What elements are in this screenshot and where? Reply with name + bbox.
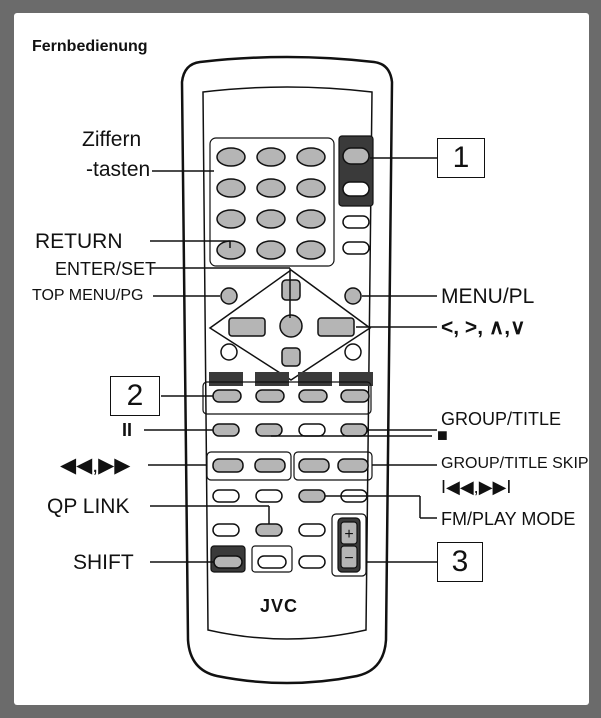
qp-link-key[interactable] bbox=[255, 523, 283, 537]
number-key[interactable] bbox=[296, 178, 326, 198]
function-key[interactable] bbox=[255, 389, 285, 403]
label-group-title-skip: GROUP/TITLE SKIP bbox=[441, 455, 589, 472]
top-menu-key[interactable] bbox=[220, 287, 238, 305]
callout-2: 2 bbox=[110, 376, 160, 416]
pause-key[interactable] bbox=[212, 423, 240, 437]
leader-lines bbox=[144, 157, 437, 563]
label-rew-ff: ◀◀,▶▶ bbox=[60, 454, 131, 477]
shift-key[interactable] bbox=[213, 555, 243, 569]
volume-up-sign: + bbox=[344, 526, 353, 543]
number-keys bbox=[216, 147, 326, 260]
number-key[interactable] bbox=[216, 147, 246, 167]
volume-down-sign: − bbox=[344, 550, 353, 567]
number-key[interactable] bbox=[216, 178, 246, 198]
label-top-menu: TOP MENU/PG bbox=[32, 287, 144, 304]
white-key[interactable] bbox=[212, 523, 240, 537]
function-key[interactable] bbox=[212, 389, 242, 403]
stop-key[interactable] bbox=[255, 423, 283, 437]
side-key[interactable] bbox=[342, 241, 370, 255]
label-shift: SHIFT bbox=[73, 551, 134, 574]
white-key[interactable] bbox=[257, 555, 287, 569]
number-key[interactable] bbox=[216, 209, 246, 229]
label-skip-symbols: I◀◀,▶▶I bbox=[441, 477, 512, 497]
label-menu-pl: MENU/PL bbox=[441, 285, 535, 308]
function-key[interactable] bbox=[340, 389, 370, 403]
keypad-group-box bbox=[209, 137, 335, 267]
label-fm-play-mode: FM/PLAY MODE bbox=[441, 509, 576, 529]
return-key[interactable] bbox=[216, 240, 246, 260]
number-key[interactable] bbox=[296, 209, 326, 229]
jvc-logo: JVC bbox=[260, 596, 299, 616]
callout-1: 1 bbox=[437, 138, 485, 178]
function-keys bbox=[212, 389, 370, 403]
number-key[interactable] bbox=[296, 240, 326, 260]
enter-key[interactable] bbox=[279, 314, 303, 338]
label-group-title: GROUP/TITLE bbox=[441, 409, 562, 429]
volume-down-key[interactable] bbox=[340, 545, 358, 569]
white-key[interactable] bbox=[212, 489, 240, 503]
diagram-title: Fernbedienung bbox=[32, 38, 148, 55]
skip-back-key[interactable] bbox=[298, 458, 330, 473]
callout-3: 3 bbox=[437, 542, 483, 582]
number-key[interactable] bbox=[256, 240, 286, 260]
label-tasten: -tasten bbox=[86, 158, 151, 181]
function-key[interactable] bbox=[298, 389, 328, 403]
rew-ff-group-box bbox=[206, 451, 292, 481]
cursor-left-key[interactable] bbox=[228, 317, 266, 337]
cursor-down-key[interactable] bbox=[281, 347, 301, 367]
rewind-key[interactable] bbox=[212, 458, 244, 473]
menu-pl-key[interactable] bbox=[344, 287, 362, 305]
label-return: RETURN bbox=[35, 230, 123, 253]
function-group-box bbox=[202, 381, 372, 415]
cursor-right-key[interactable] bbox=[317, 317, 355, 337]
small-round-key[interactable] bbox=[220, 343, 238, 361]
side-key[interactable] bbox=[342, 215, 370, 229]
remote-inner-face bbox=[202, 86, 373, 640]
power-key-bottom[interactable] bbox=[342, 181, 370, 197]
label-ziffern: Ziffern bbox=[82, 128, 142, 151]
power-key-top[interactable] bbox=[342, 147, 370, 165]
group-title-key[interactable] bbox=[340, 423, 368, 437]
label-arrows: <, >, ∧,∨ bbox=[441, 316, 526, 339]
fm-play-mode-key[interactable] bbox=[298, 489, 326, 503]
white-key[interactable] bbox=[255, 489, 283, 503]
volume-group-box bbox=[331, 513, 367, 577]
white-key[interactable] bbox=[298, 555, 326, 569]
label-enter-set: ENTER/SET bbox=[55, 259, 157, 279]
number-key[interactable] bbox=[256, 147, 286, 167]
fast-forward-key[interactable] bbox=[254, 458, 286, 473]
cursor-up-key[interactable] bbox=[281, 279, 301, 301]
transport-key[interactable] bbox=[298, 423, 326, 437]
small-round-key[interactable] bbox=[344, 343, 362, 361]
number-key[interactable] bbox=[296, 147, 326, 167]
number-key[interactable] bbox=[256, 178, 286, 198]
skip-forward-key[interactable] bbox=[337, 458, 369, 473]
skip-group-box bbox=[293, 451, 373, 481]
label-qp-link: QP LINK bbox=[47, 495, 130, 518]
label-stop: ■ bbox=[437, 425, 448, 445]
number-key[interactable] bbox=[256, 209, 286, 229]
volume-up-key[interactable] bbox=[340, 521, 358, 545]
white-key[interactable] bbox=[298, 523, 326, 537]
label-pause: II bbox=[122, 420, 133, 440]
